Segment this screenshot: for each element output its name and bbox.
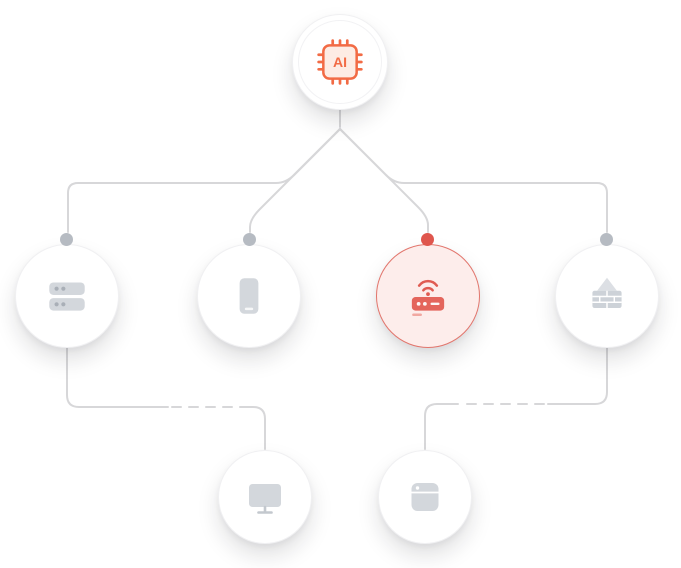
edge-firewall-to-browser-solid-1 bbox=[547, 347, 608, 405]
ai-label: AI bbox=[333, 54, 347, 70]
smartphone-icon bbox=[239, 278, 259, 314]
connector-dot-firewall bbox=[600, 233, 613, 246]
browser-icon bbox=[411, 483, 439, 511]
firewall-icon bbox=[592, 277, 622, 308]
edge-server-to-monitor-solid-1 bbox=[66, 347, 169, 408]
router-node-alert[interactable] bbox=[376, 244, 480, 348]
edge-root-to-router bbox=[339, 128, 429, 233]
server-node[interactable] bbox=[15, 244, 119, 348]
edge-root-to-firewall bbox=[339, 128, 608, 233]
connector-dot-smartphone bbox=[243, 233, 256, 246]
server-icon bbox=[49, 282, 85, 311]
edge-root-to-server bbox=[67, 128, 341, 233]
connector-dot-router bbox=[421, 233, 434, 246]
connector-dot-server bbox=[60, 233, 73, 246]
ai-root-node[interactable]: AI bbox=[292, 14, 388, 110]
smartphone-node[interactable] bbox=[197, 244, 301, 348]
wifi-router-icon bbox=[411, 279, 445, 316]
monitor-node[interactable] bbox=[218, 450, 312, 544]
edge-server-to-monitor-solid-2 bbox=[239, 406, 266, 450]
firewall-node[interactable] bbox=[555, 244, 659, 348]
ai-chip-icon: AI bbox=[317, 39, 363, 85]
edge-firewall-to-browser-solid-2 bbox=[424, 403, 459, 450]
monitor-icon bbox=[249, 484, 281, 514]
edge-root-to-smartphone bbox=[249, 128, 341, 233]
browser-node[interactable] bbox=[378, 450, 472, 544]
